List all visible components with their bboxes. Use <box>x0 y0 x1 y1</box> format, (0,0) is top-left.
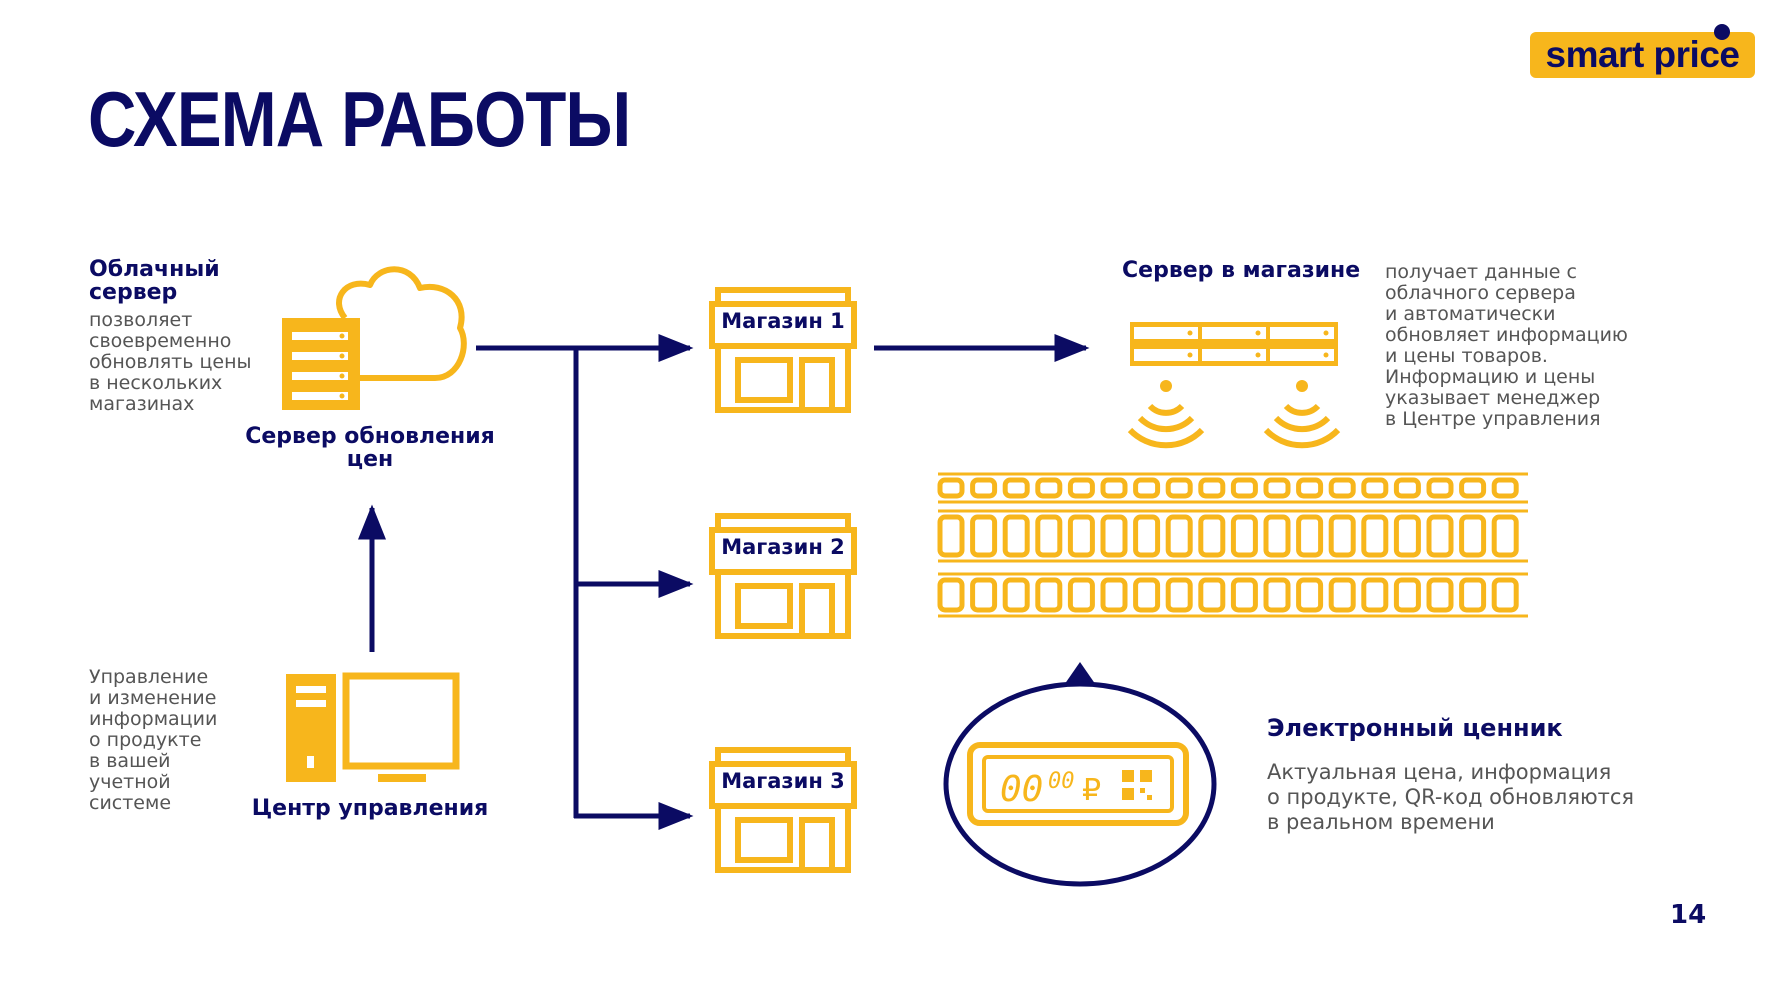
shelf-product <box>1491 477 1519 499</box>
shelf-product <box>1067 477 1095 499</box>
shelf-product <box>1426 577 1454 613</box>
shelf-product <box>1361 577 1389 613</box>
shelf-product <box>1426 477 1454 499</box>
ruble-icon: ₽ <box>1082 773 1101 808</box>
shelf-product <box>1296 477 1324 499</box>
logo-dot <box>1714 24 1730 40</box>
store-server-heading: Сервер в магазине <box>1122 258 1361 283</box>
shelf-product <box>1393 477 1421 499</box>
store-3-icon <box>712 750 854 870</box>
shelf-product <box>1035 477 1063 499</box>
shelf-product <box>1263 514 1291 558</box>
control-center-description: Управление и изменение информации о прод… <box>89 666 218 814</box>
shelf-product <box>1361 514 1389 558</box>
computer-icon <box>286 672 460 782</box>
price-cents: 00 <box>1048 769 1075 794</box>
store-1-icon <box>712 290 854 410</box>
shelf-product <box>1165 477 1193 499</box>
wifi-icon <box>1263 380 1341 449</box>
shelf-product <box>937 514 965 558</box>
shelf-product <box>1491 577 1519 613</box>
shelf-product <box>1165 577 1193 613</box>
shelf-product <box>1133 514 1161 558</box>
shelf-product <box>1263 477 1291 499</box>
store-server-description: получает данные с облачного сервера и ав… <box>1385 261 1628 430</box>
page-number: 14 <box>1670 900 1707 930</box>
cloud-server-label: Сервер обновления цен <box>245 424 495 472</box>
shelf-product <box>1067 514 1095 558</box>
shelf-product <box>1361 477 1389 499</box>
e-label-description: Актуальная цена, информация о продукте, … <box>1267 760 1635 834</box>
shelf-product <box>1459 477 1487 499</box>
price-digits: 00 <box>1000 769 1043 810</box>
cloud-server-description: позволяет своевременно обновлять цены в … <box>89 309 252 415</box>
shelf-product <box>1230 514 1258 558</box>
shelf-product <box>1230 477 1258 499</box>
shelf-product <box>1035 577 1063 613</box>
shelf-product <box>1328 477 1356 499</box>
shelf-product <box>1100 577 1128 613</box>
shelf-product <box>970 577 998 613</box>
shelf-product <box>1002 477 1030 499</box>
shelf-product <box>1165 514 1193 558</box>
shelf-product <box>1393 577 1421 613</box>
shelf-product <box>1230 577 1258 613</box>
cloud-server-icon <box>282 266 467 410</box>
qr-code-icon <box>1122 770 1152 800</box>
shelf-product <box>937 577 965 613</box>
control-center-label: Центр управления <box>251 796 489 821</box>
shelf-product <box>1328 514 1356 558</box>
shelf-product <box>1100 477 1128 499</box>
brand-logo-text: smart price <box>1545 34 1741 75</box>
e-label-heading: Электронный ценник <box>1267 714 1563 742</box>
shelf-product <box>1426 514 1454 558</box>
shelf-product <box>1263 577 1291 613</box>
store-label-1: Магазин 1 <box>721 309 845 333</box>
shelf-product <box>1133 477 1161 499</box>
server-rack-icon <box>1130 322 1338 366</box>
shelf-product <box>1198 577 1226 613</box>
shelf-product <box>1459 577 1487 613</box>
shelf-product <box>1133 577 1161 613</box>
shelf-product <box>1198 477 1226 499</box>
shelf-product <box>937 477 965 499</box>
page-title: СХЕМА РАБОТЫ <box>88 75 631 163</box>
shelf-product <box>1296 577 1324 613</box>
store-label-2: Магазин 2 <box>721 535 845 559</box>
store-label-3: Магазин 3 <box>721 769 845 793</box>
shelf-product <box>1393 514 1421 558</box>
shelf-product <box>970 477 998 499</box>
shelf-product <box>1328 577 1356 613</box>
shelf-product <box>970 514 998 558</box>
shelf-product <box>1198 514 1226 558</box>
brand-logo: smart price <box>1530 24 1755 78</box>
wifi-icon <box>1127 380 1205 449</box>
shelf-product <box>1491 514 1519 558</box>
distribution-arrows <box>476 334 1090 830</box>
shelf-product <box>1459 514 1487 558</box>
store-2-icon <box>712 516 854 636</box>
shelf-product <box>1296 514 1324 558</box>
shelf-product <box>1100 514 1128 558</box>
shelf-product <box>1067 577 1095 613</box>
cloud-server-heading: Облачный сервер <box>89 257 220 305</box>
shelf-product <box>1002 514 1030 558</box>
shelf-product <box>1035 514 1063 558</box>
store-shelves-icon <box>937 472 1528 618</box>
shelf-product <box>1002 577 1030 613</box>
price-tag-display-icon: 00 00 ₽ <box>943 662 1217 887</box>
